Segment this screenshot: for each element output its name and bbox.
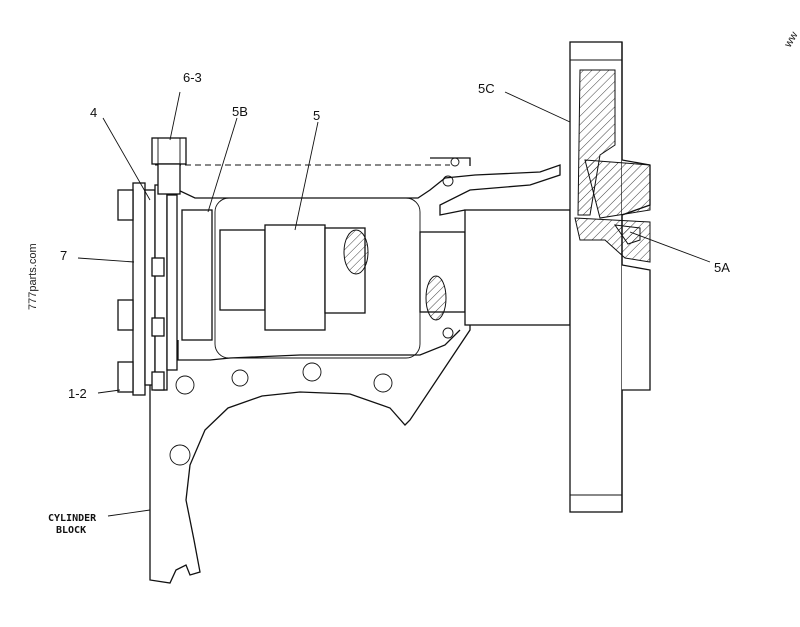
label-block: BLOCK xyxy=(56,525,86,536)
shaft-assembly xyxy=(181,209,571,341)
label-5a: 5A xyxy=(714,260,730,275)
label-5b: 5B xyxy=(232,104,248,119)
label-7: 7 xyxy=(60,248,67,263)
front-plate xyxy=(117,182,178,396)
leader-lines xyxy=(77,91,711,517)
label-5c: 5C xyxy=(478,81,495,96)
watermark-corner: ww xyxy=(782,30,800,51)
flange-5c xyxy=(569,41,651,513)
watermark-side: 777parts.com xyxy=(27,243,39,310)
label-cylinder: CYLINDER xyxy=(48,513,97,524)
label-4: 4 xyxy=(90,105,97,120)
cylinder-block xyxy=(149,164,471,584)
bolt-6-3 xyxy=(151,137,187,195)
label-1-2: 1-2 xyxy=(68,386,87,401)
label-6-3: 6-3 xyxy=(183,70,202,85)
label-5: 5 xyxy=(313,108,320,123)
